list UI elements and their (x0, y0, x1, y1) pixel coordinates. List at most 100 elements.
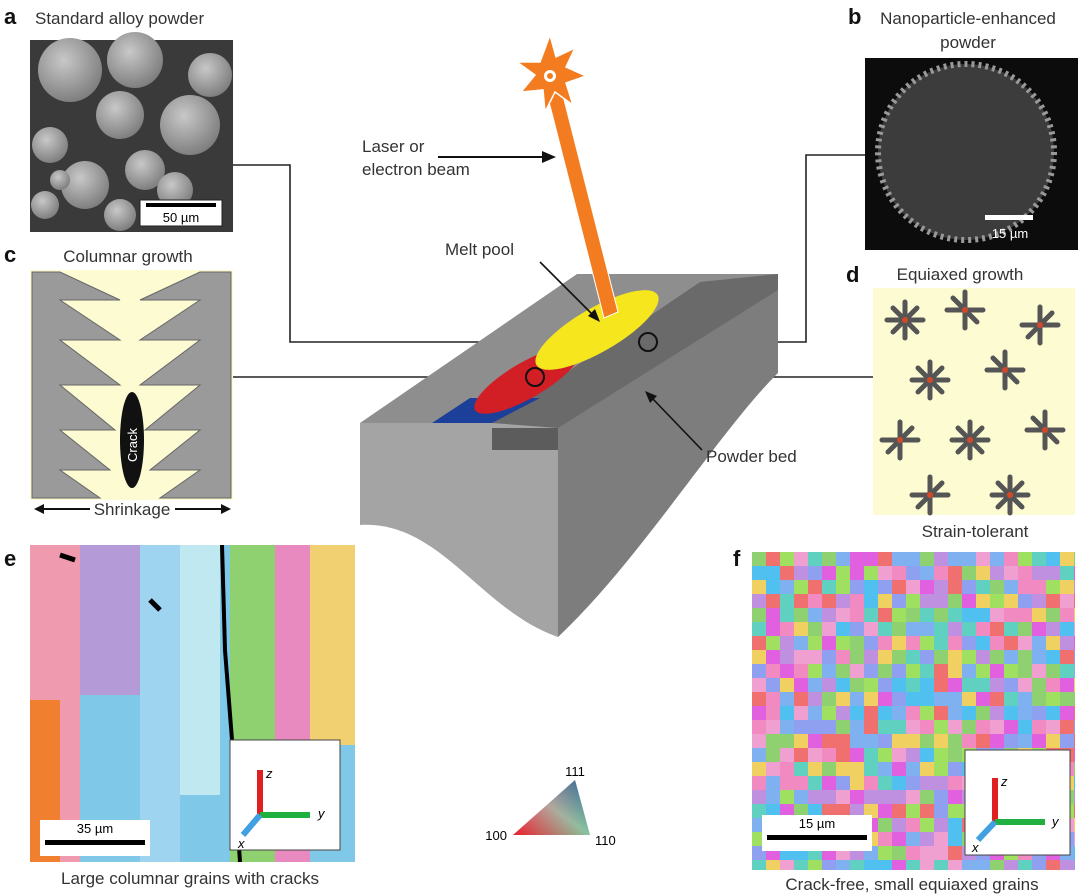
grain (920, 552, 938, 568)
grain (836, 706, 851, 725)
grain (822, 790, 839, 807)
grain (948, 818, 963, 837)
axis-z-f: z (1000, 774, 1008, 789)
grain (920, 664, 935, 680)
grain (808, 566, 824, 583)
grain (1060, 678, 1075, 694)
grain (934, 720, 951, 735)
grain (780, 664, 795, 682)
panel-e-caption: Large columnar grains with cracks (61, 869, 319, 888)
grain (752, 748, 767, 763)
grain (1060, 720, 1075, 736)
grain (934, 776, 953, 793)
grain (976, 860, 992, 870)
grain (976, 594, 992, 611)
grain (794, 580, 810, 595)
grain (766, 552, 782, 569)
grain (794, 860, 814, 870)
grain (822, 734, 841, 751)
grain (864, 790, 881, 807)
grain (1074, 790, 1075, 808)
grain (892, 762, 907, 777)
arrow-icon (542, 151, 556, 163)
grain (1046, 552, 1063, 569)
grain (766, 608, 781, 625)
grain (836, 776, 855, 793)
grain (780, 650, 799, 666)
shrinkage-label: Shrinkage (94, 500, 171, 519)
grain (920, 608, 935, 625)
grain (892, 650, 908, 665)
grain (808, 706, 825, 722)
grain (1074, 860, 1075, 870)
grain (906, 832, 921, 849)
grain (962, 860, 981, 870)
grain (864, 678, 879, 694)
grain (766, 692, 783, 708)
grain (934, 636, 949, 652)
grain (1032, 734, 1050, 750)
grain (962, 734, 978, 750)
grain (752, 790, 769, 809)
grain (906, 860, 925, 870)
grain (948, 566, 963, 581)
axis-x-f: x (971, 840, 979, 855)
panel-b-title-line1: Nanoparticle-enhanced (880, 9, 1056, 28)
grain (948, 860, 963, 870)
grain (850, 622, 869, 639)
grain (850, 790, 867, 805)
grain (766, 622, 784, 640)
grain (1004, 706, 1023, 721)
grain (794, 594, 810, 611)
grain (780, 790, 795, 807)
grain (766, 580, 783, 595)
grain (794, 622, 809, 637)
grain (1074, 650, 1075, 670)
grain (1074, 664, 1075, 680)
grain (1018, 692, 1036, 710)
grain (794, 636, 809, 654)
grain (878, 580, 895, 597)
grain (878, 594, 893, 612)
grain (752, 762, 768, 780)
grain (1060, 552, 1075, 569)
grain (906, 622, 923, 639)
grain (1004, 580, 1023, 596)
grain (878, 678, 897, 697)
grain (822, 552, 838, 571)
grain (906, 692, 925, 707)
grain (1074, 594, 1075, 612)
grain (934, 706, 949, 721)
grain (794, 650, 813, 668)
grain (892, 748, 909, 767)
grain (920, 804, 938, 819)
laser-beam (514, 32, 619, 319)
grain (920, 818, 939, 836)
grain (780, 734, 799, 753)
grain (948, 650, 963, 668)
grain (1060, 566, 1075, 585)
grain (1060, 706, 1075, 724)
grain (864, 734, 881, 749)
grain (822, 776, 838, 792)
panel-letter-e: e (4, 546, 16, 571)
grain (878, 650, 893, 667)
grain (766, 636, 784, 653)
grain (752, 706, 771, 723)
grain (892, 636, 907, 652)
axis-y-f: y (1051, 814, 1060, 829)
grain (1046, 580, 1063, 596)
grain (976, 552, 994, 569)
grain (864, 748, 881, 763)
panel-letter-c: c (4, 242, 16, 267)
ipf-color-legend: 111 100 110 (485, 764, 615, 848)
grain (752, 678, 770, 695)
grain (976, 622, 995, 638)
grain (1004, 552, 1021, 567)
grain (1060, 692, 1075, 710)
grain (850, 678, 868, 694)
grain (780, 720, 795, 735)
scale-bar-e: 35 µm (77, 821, 113, 836)
grain (1060, 664, 1075, 682)
grain (920, 580, 937, 595)
